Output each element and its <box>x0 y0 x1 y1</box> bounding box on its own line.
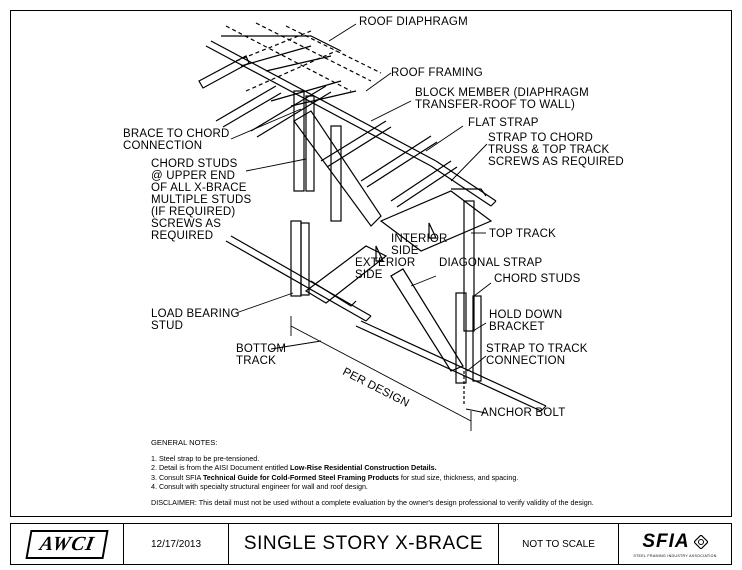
exterior-side-label: EXTERIOR SIDE <box>355 257 416 281</box>
x-brace-drawing <box>198 22 547 431</box>
leader-lines <box>230 23 492 414</box>
exterior-side-mark <box>375 245 384 262</box>
note-1: 1. Steel strap to be pre-tensioned. <box>151 453 260 463</box>
hold-down-bracket-label: HOLD DOWN BRACKET <box>489 309 563 333</box>
per-design-dimension <box>290 316 472 431</box>
sfia-subtitle: STEEL FRAMING INDUSTRY ASSOCIATION <box>633 553 717 558</box>
roof-framing-members <box>198 35 458 208</box>
upper-chord-studs <box>293 90 342 222</box>
scale-note: NOT TO SCALE <box>499 524 619 564</box>
flat-strap-label: FLAT STRAP <box>468 117 539 129</box>
chord-studs-label: CHORD STUDS <box>494 273 581 285</box>
general-notes: GENERAL NOTES: 1. Steel strap to be pre-… <box>151 438 671 507</box>
disclaimer: DISCLAIMER: This detail must not be used… <box>151 497 594 507</box>
bottom-tracks <box>225 235 547 412</box>
roof-framing-label: ROOF FRAMING <box>391 67 483 79</box>
awci-logo-cell: AWCI <box>11 524 124 564</box>
interior-side-label: INTERIOR SIDE <box>391 233 448 257</box>
top-track-label: TOP TRACK <box>489 228 556 240</box>
roof-diaphragm-label: ROOF DIAPHRAGM <box>359 16 468 28</box>
block-member-label: BLOCK MEMBER (DIAPHRAGM TRANSFER-ROOF TO… <box>415 87 589 111</box>
upper-diagonal-brace <box>293 110 382 227</box>
strap-to-track-label: STRAP TO TRACK CONNECTION <box>486 343 588 367</box>
bottom-track-label: BOTTOM TRACK <box>236 343 287 367</box>
diagonal-strap <box>390 268 464 372</box>
drawing-sheet: ROOF DIAPHRAGM ROOF FRAMING BLOCK MEMBER… <box>10 10 732 517</box>
chord-studs-upper-label: CHORD STUDS @ UPPER END OF ALL X-BRACE M… <box>151 158 252 242</box>
roof-diaphragm-dashed <box>225 22 382 92</box>
brace-to-chord-label: BRACE TO CHORD CONNECTION <box>123 128 230 152</box>
strap-plane-lower <box>304 245 388 304</box>
load-bearing-stud-label: LOAD BEARING STUD <box>151 308 240 332</box>
sfia-logo: SFIA <box>642 531 708 553</box>
sfia-logo-cell: SFIA STEEL FRAMING INDUSTRY ASSOCIATION <box>619 524 731 564</box>
awci-logo: AWCI <box>25 529 109 559</box>
note-4: 4. Consult with specialty structural eng… <box>151 482 368 491</box>
title-block: AWCI 12/17/2013 SINGLE STORY X-BRACE NOT… <box>10 523 732 565</box>
anchor-bolt-label: ANCHOR BOLT <box>481 407 566 419</box>
note-2: 2. Detail is from the AISI Document enti… <box>151 463 437 472</box>
top-track-member <box>430 160 497 207</box>
strap-to-chord-label: STRAP TO CHORD TRUSS & TOP TRACK SCREWS … <box>488 132 624 168</box>
note-3: 3. Consult SFIA Technical Guide for Cold… <box>151 472 519 482</box>
diagonal-strap-label: DIAGONAL STRAP <box>439 257 543 269</box>
interior-side-mark <box>428 222 437 239</box>
drawing-title: SINGLE STORY X-BRACE <box>229 524 499 564</box>
notes-header: GENERAL NOTES: <box>151 438 218 447</box>
sfia-diamond-icon <box>693 534 708 549</box>
lower-studs <box>290 200 482 384</box>
date-cell: 12/17/2013 <box>124 524 229 564</box>
flat-strap-panel <box>379 190 493 252</box>
